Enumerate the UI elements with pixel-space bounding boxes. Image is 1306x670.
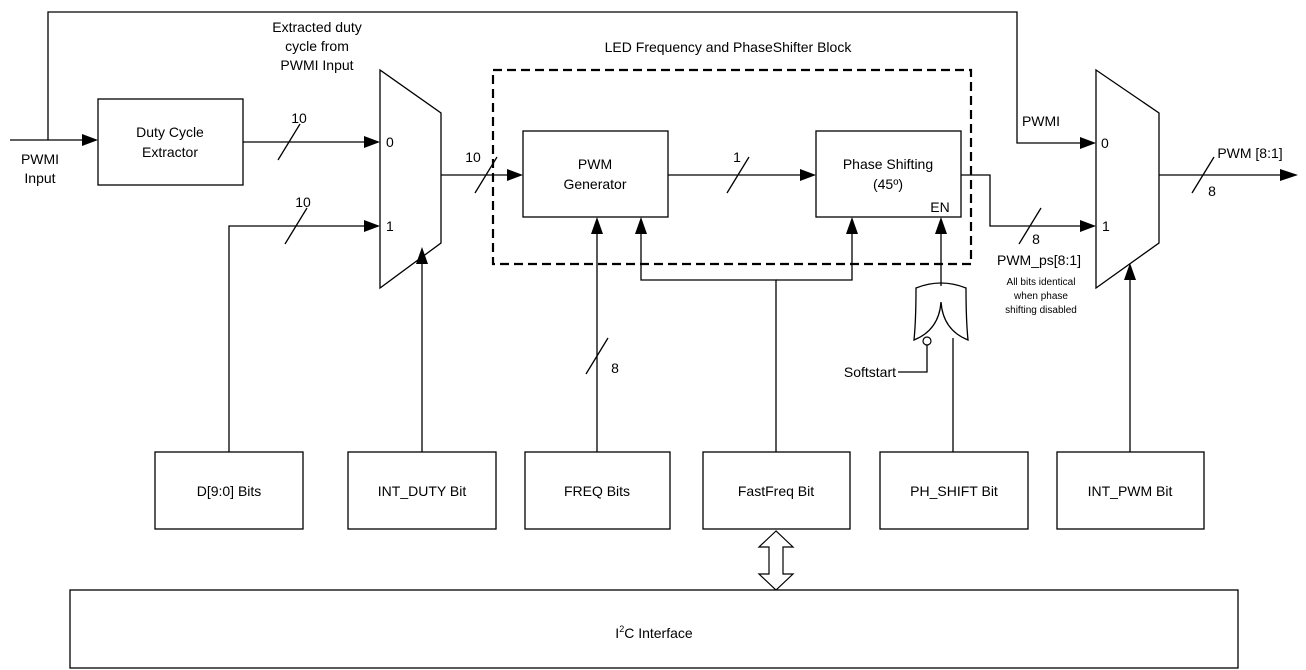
phase-shifting-label-1: Phase Shifting bbox=[843, 156, 933, 172]
pwm-ps-note-2: when phase bbox=[1013, 291, 1068, 302]
output-mux bbox=[1095, 68, 1160, 290]
int-pwm-label: INT_PWM Bit bbox=[1088, 483, 1173, 499]
freq-bits-label: FREQ Bits bbox=[564, 483, 630, 499]
mux-to-pwm-arrow bbox=[507, 169, 523, 181]
pwm-output-label: PWM [8:1] bbox=[1217, 145, 1282, 161]
or-gate-to-enable-arrow bbox=[935, 217, 947, 234]
i2c-suffix: C Interface bbox=[624, 625, 693, 641]
ph-shift-label: PH_SHIFT Bit bbox=[910, 483, 998, 499]
pwm-ps-label: PWM_ps[8:1] bbox=[997, 252, 1081, 268]
pwmi-signal-label: PWMI bbox=[1022, 113, 1060, 129]
int-duty-label: INT_DUTY Bit bbox=[378, 483, 467, 499]
bus-width-freq: 8 bbox=[611, 360, 619, 376]
int-duty-select-arrow bbox=[416, 247, 428, 264]
pwm-generator-block bbox=[522, 130, 669, 218]
bus-slash-freq bbox=[585, 337, 609, 375]
pwmi-input-label-1: PWMI bbox=[21, 151, 59, 167]
d-bits-to-mux-arrow bbox=[364, 220, 380, 232]
bus-slash-output bbox=[1191, 156, 1215, 194]
bus-width-output: 8 bbox=[1208, 183, 1216, 199]
mux2-input-0: 0 bbox=[1101, 135, 1109, 151]
bus-slash-pwm-phase bbox=[726, 156, 750, 194]
softstart-label: Softstart bbox=[844, 364, 896, 380]
softstart-wire bbox=[898, 345, 928, 373]
phase-to-mux-arrow bbox=[1080, 220, 1096, 232]
extracted-note-1: Extracted duty bbox=[272, 19, 362, 35]
int-pwm-register bbox=[1056, 451, 1205, 530]
pwmi-input-label-2: Input bbox=[24, 170, 55, 186]
int-pwm-select-arrow bbox=[1124, 263, 1136, 280]
i2c-interface-label: I2C Interface bbox=[615, 624, 693, 641]
i2c-superscript: 2 bbox=[619, 624, 624, 634]
mux1-input-1: 1 bbox=[386, 218, 394, 234]
i2c-prefix: I bbox=[615, 625, 619, 641]
fastfreq-to-pwm-wire bbox=[640, 234, 777, 452]
duty-cycle-extractor-label-2: Extractor bbox=[142, 144, 198, 160]
bus-width-pwm-phase: 1 bbox=[733, 149, 741, 165]
fastfreq-to-pwm-arrow bbox=[635, 217, 647, 234]
pwm-ps-note-3: shifting disabled bbox=[1005, 305, 1077, 316]
pwm-ps-note-1: All bits identical bbox=[1007, 277, 1076, 288]
duty-source-mux bbox=[379, 68, 442, 290]
duty-cycle-extractor-block bbox=[97, 98, 244, 186]
bus-slash-phase-mux bbox=[1018, 207, 1042, 245]
d-bits-register bbox=[154, 451, 304, 530]
bus-slash-d-bits bbox=[284, 207, 308, 245]
pwm-output-arrow bbox=[1280, 169, 1298, 181]
freq-bits-arrow bbox=[591, 217, 603, 234]
fastfreq-register bbox=[702, 451, 851, 530]
bus-width-mux-pwm: 10 bbox=[465, 149, 481, 165]
diagram-title: LED Frequency and PhaseShifter Block bbox=[605, 39, 853, 55]
bus-slash-mux-pwm bbox=[474, 156, 498, 194]
fastfreq-to-phase-wire bbox=[776, 234, 853, 281]
extractor-to-mux-arrow bbox=[364, 136, 380, 148]
i2c-bidirectional-arrow bbox=[757, 530, 795, 591]
phase-shifting-enable-label: EN bbox=[930, 199, 949, 215]
ph-shift-register bbox=[879, 451, 1029, 530]
freq-bits-register bbox=[524, 451, 671, 530]
fastfreq-label: FastFreq Bit bbox=[738, 483, 814, 499]
or-gate bbox=[913, 282, 969, 342]
phase-shifting-label-2: (45º) bbox=[873, 176, 903, 192]
led-frequency-phaseshifter-block bbox=[491, 68, 973, 266]
mux1-input-0: 0 bbox=[386, 134, 394, 150]
pwm-generator-label-2: Generator bbox=[563, 176, 626, 192]
int-duty-register bbox=[347, 451, 497, 530]
fastfreq-to-phase-arrow bbox=[846, 217, 858, 234]
pwmi-bypass-arrow bbox=[1080, 137, 1096, 149]
bus-width-d-bits: 10 bbox=[295, 194, 311, 210]
pwm-to-phase-arrow bbox=[800, 169, 816, 181]
d-bits-to-mux-wire bbox=[228, 225, 364, 452]
softstart-inversion-bubble bbox=[922, 336, 932, 346]
bus-width-phase-mux: 8 bbox=[1032, 231, 1040, 247]
pwm-generator-label-1: PWM bbox=[578, 156, 612, 172]
mux2-input-1: 1 bbox=[1102, 218, 1110, 234]
extracted-note-3: PWMI Input bbox=[280, 57, 353, 73]
d-bits-label: D[9:0] Bits bbox=[197, 483, 262, 499]
phase-shifting-block bbox=[815, 130, 962, 218]
bus-width-extractor: 10 bbox=[291, 110, 307, 126]
duty-cycle-extractor-label-1: Duty Cycle bbox=[136, 124, 204, 140]
bus-slash-extractor bbox=[277, 123, 301, 161]
i2c-interface-block bbox=[69, 589, 1239, 669]
pwmi-bypass-wire bbox=[47, 11, 1080, 144]
pwmi-input-arrow bbox=[82, 134, 98, 146]
extracted-note-2: cycle from bbox=[285, 38, 349, 54]
phase-to-mux-wire bbox=[961, 174, 1080, 227]
